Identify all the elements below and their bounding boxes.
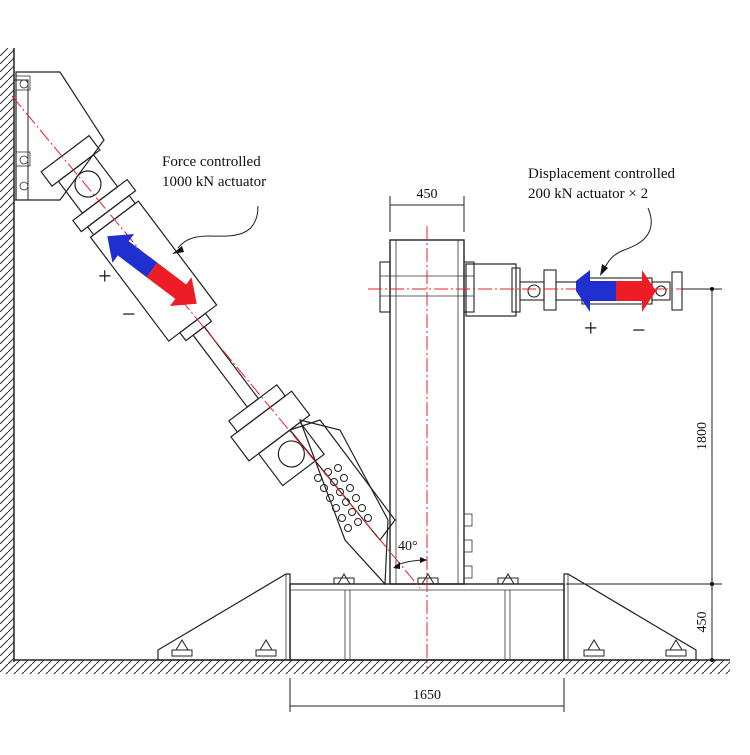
disp-label-line1: Displacement controlled [528, 166, 676, 182]
dim-column-width: 450 [389, 187, 465, 232]
force-actuator [40, 134, 326, 487]
force-label-line1: Force controlled [162, 154, 261, 170]
dim-actuator-height-label: 1800 [695, 422, 710, 450]
dim-base-width: 1650 [289, 678, 565, 712]
angle-marker: 40° [393, 539, 428, 569]
displacement-direction-arrow [576, 270, 656, 312]
disp-actuator-label: Displacement controlled 200 kN actuator … [528, 166, 676, 202]
strong-floor [0, 659, 730, 674]
disp-plus-sign: + [584, 316, 598, 342]
dim-heights: 1800 450 [566, 287, 722, 662]
disp-label-line2: 200 kN actuator × 2 [528, 186, 648, 202]
dim-base-height-label: 450 [695, 612, 710, 633]
force-plus-sign: + [98, 264, 112, 290]
connection-plate [288, 419, 396, 586]
force-actuator-label: Force controlled 1000 kN actuator [162, 154, 266, 190]
reaction-wall [0, 48, 15, 666]
callout-leaders [172, 205, 652, 276]
wall-bracket [13, 71, 105, 201]
dim-column-width-label: 450 [417, 187, 438, 202]
angle-label: 40° [398, 539, 418, 554]
force-minus-sign: − [122, 302, 136, 328]
dim-base-width-label: 1650 [413, 688, 441, 703]
disp-minus-sign: − [632, 318, 646, 344]
force-direction-arrow [107, 233, 197, 307]
force-label-line2: 1000 kN actuator [162, 174, 266, 190]
